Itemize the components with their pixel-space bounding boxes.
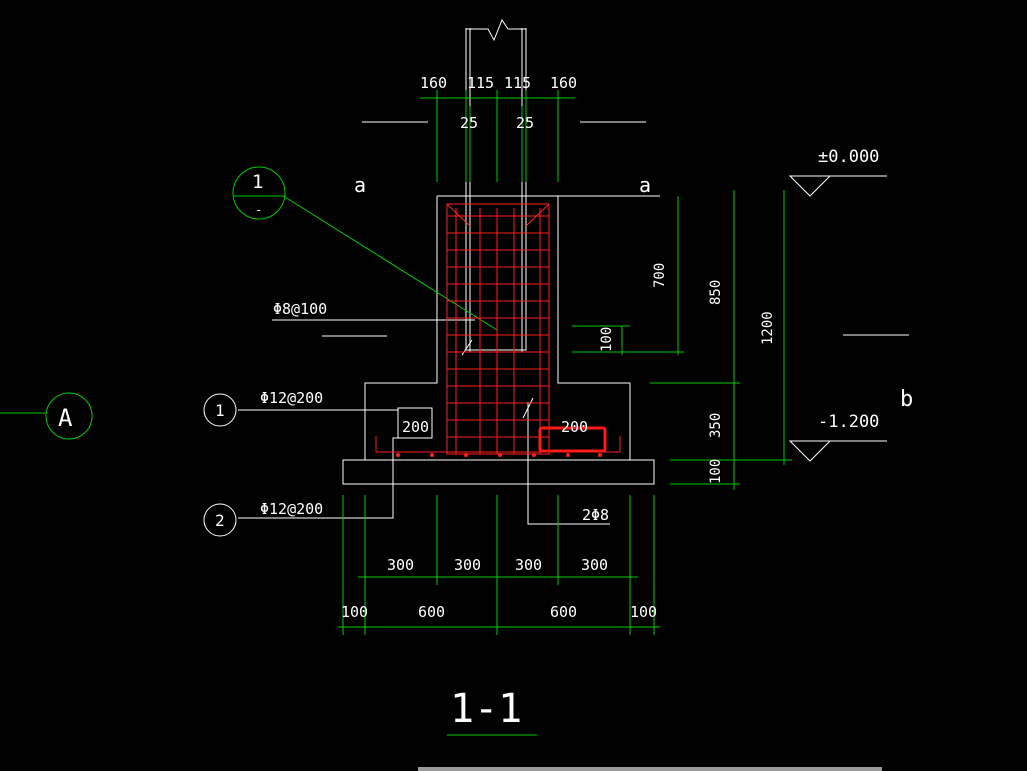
stirrup-cage-outline — [446, 203, 550, 455]
dim-v-100-cushion-label: 100 — [708, 459, 724, 484]
rebar-cage — [375, 203, 621, 457]
foundation-outline — [203, 18, 909, 736]
dim-cover-25-left: 25 — [460, 114, 478, 132]
dimension-lines — [0, 90, 792, 635]
dim-v-1200-label: 1200 — [760, 311, 776, 345]
dim-cover-25-right: 25 — [516, 114, 534, 132]
elevation-top: ±0.000 — [818, 147, 879, 167]
bar1-label: Φ12@200 — [260, 389, 323, 407]
stirrup-hook-right — [525, 203, 550, 227]
bar-marker-1-label: 1 — [215, 401, 225, 420]
detail-callout-leader — [284, 196, 498, 331]
dim-bottom-300-4: 300 — [581, 556, 608, 574]
inner-dim-200-right: 200 — [561, 418, 588, 436]
dim-bottom-300-3: 300 — [515, 556, 542, 574]
column-outline — [465, 28, 527, 351]
bar3-label: 2Φ8 — [582, 506, 609, 524]
annotation-texts: 160 115 115 160 25 25 a a b 1 - A Φ8@100… — [58, 74, 913, 732]
cut-label-b: b — [900, 387, 913, 412]
elev-triangle-top — [788, 175, 832, 197]
dim-v-100-socket-label: 100 — [599, 327, 615, 352]
bar-marker-2 — [203, 503, 237, 537]
dim-bottom-600-left: 600 — [418, 603, 445, 621]
leader-box-200-left — [397, 407, 433, 439]
cut-label-a-left: a — [354, 173, 366, 197]
rebar-dot — [464, 453, 468, 457]
dim-v-850-label: 850 — [708, 280, 724, 305]
rebar-dot — [532, 453, 536, 457]
horizontal-scrollbar[interactable] — [418, 767, 882, 771]
dim-top-160-right: 160 — [550, 74, 577, 92]
detail-sheet: - — [255, 203, 262, 217]
axis-bubble-A — [45, 392, 93, 440]
elev-triangle-bottom — [788, 440, 832, 462]
stirrup-label: Φ8@100 — [273, 300, 327, 318]
detail-callout-circle — [232, 166, 286, 220]
dim-bottom-100-right: 100 — [630, 603, 657, 621]
detail-number: 1 — [252, 171, 263, 193]
cushion-layer — [342, 459, 655, 485]
dim-v-700-label: 700 — [652, 263, 668, 288]
dim-top-115-left: 115 — [467, 74, 494, 92]
tick-bar3 — [522, 397, 534, 419]
dim-bottom-600-right: 600 — [550, 603, 577, 621]
axis-label-A: A — [58, 404, 73, 432]
dim-bottom-300-2: 300 — [454, 556, 481, 574]
dim-bottom-100-left: 100 — [341, 603, 368, 621]
break-line-symbol — [466, 18, 526, 42]
bar-marker-1 — [203, 393, 237, 427]
rebar-dot — [498, 453, 502, 457]
dim-v-350-label: 350 — [708, 413, 724, 438]
stirrup-lines — [447, 215, 549, 438]
elevation-bottom: -1.200 — [818, 412, 879, 432]
section-title: 1-1 — [450, 686, 522, 732]
leader-bar2 — [238, 437, 398, 519]
dim-top-160-left: 160 — [420, 74, 447, 92]
leader-bar3 — [527, 402, 610, 525]
rebar-dot — [396, 453, 400, 457]
inner-dim-200-left: 200 — [402, 418, 429, 436]
cut-label-a-right: a — [639, 173, 651, 197]
highlight-box[interactable] — [538, 426, 607, 453]
rebar-dot — [598, 453, 602, 457]
bar2-label: Φ12@200 — [260, 500, 323, 518]
stirrup-hook-left — [446, 203, 471, 227]
rebar-dot — [430, 453, 434, 457]
dim-top-115-right: 115 — [504, 74, 531, 92]
rebar-dots — [396, 453, 602, 457]
rebar-dot — [566, 453, 570, 457]
dim-bottom-300-1: 300 — [387, 556, 414, 574]
bar-marker-2-label: 2 — [215, 511, 225, 530]
